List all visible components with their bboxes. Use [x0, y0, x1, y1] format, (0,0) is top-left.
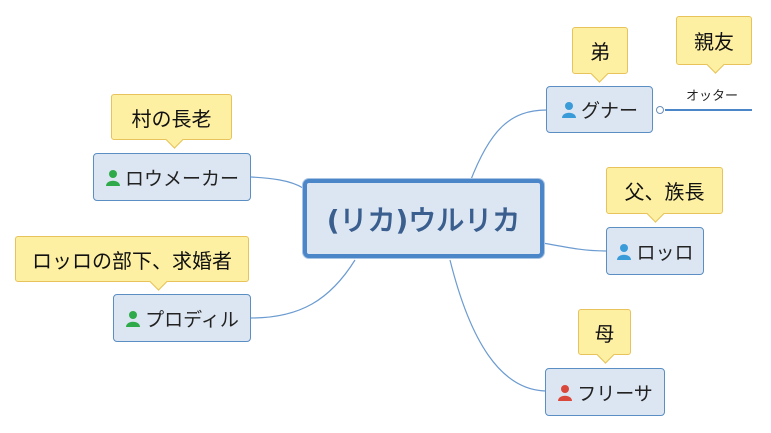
central-topic-label: (リカ)ウルリカ [326, 203, 521, 237]
person-icon [617, 243, 632, 260]
callout-prodiru[interactable]: ロッロの部下、求婚者 [15, 236, 249, 291]
callout-text: 母 [594, 321, 615, 346]
person-icon [126, 310, 141, 327]
topic-label: フリーサ [577, 382, 653, 405]
collapse-toggle[interactable] [656, 106, 664, 114]
callout-gunnar[interactable]: 弟 [572, 27, 628, 83]
subtopic-otter[interactable]: オッター [686, 85, 738, 104]
link-rokko [542, 242, 607, 252]
topic-label: ロウメーカー [124, 167, 239, 190]
topic-rokko[interactable]: ロッロ [606, 227, 704, 275]
callout-text: ロッロの部下、求婚者 [32, 248, 232, 273]
callout-rowmaker[interactable]: 村の長老 [111, 94, 232, 149]
callout-otter[interactable]: 親友 [676, 16, 752, 74]
subtopic-label: オッター [686, 89, 739, 104]
link-gunnar [469, 109, 548, 183]
topic-label: ロッロ [636, 241, 694, 264]
topic-furisa[interactable]: フリーサ [545, 368, 665, 416]
topic-prodiru[interactable]: プロディル [113, 294, 251, 342]
callout-text: 村の長老 [131, 106, 212, 131]
callout-rokko[interactable]: 父、族長 [606, 167, 723, 223]
central-topic[interactable]: (リカ)ウルリカ [303, 179, 544, 258]
topic-label: プロディル [145, 308, 239, 331]
link-prodiru [250, 259, 356, 319]
topic-gunnar[interactable]: グナー [546, 86, 653, 133]
callout-text: 父、族長 [624, 180, 705, 204]
person-icon [561, 102, 576, 118]
person-icon [558, 384, 573, 401]
topic-label: グナー [580, 100, 638, 122]
link-rowmaker [250, 176, 304, 189]
person-icon [105, 169, 120, 186]
callout-text: 親友 [694, 30, 734, 54]
topic-rowmaker[interactable]: ロウメーカー [93, 153, 251, 201]
link-furisa [449, 259, 547, 392]
callout-text: 弟 [590, 40, 610, 64]
callout-furisa[interactable]: 母 [578, 309, 631, 364]
